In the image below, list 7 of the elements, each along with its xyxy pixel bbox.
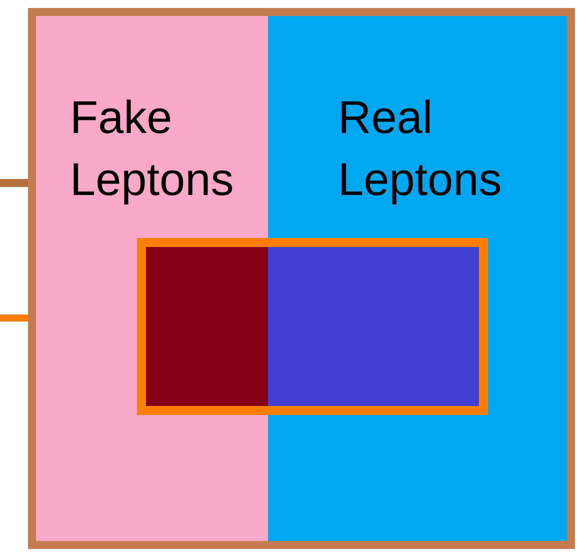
fake-selected-block bbox=[146, 247, 268, 406]
connector-line bbox=[0, 179, 28, 187]
outer-box bbox=[28, 8, 575, 549]
real-selected-block bbox=[268, 247, 479, 406]
region-label: Fake Leptons bbox=[70, 90, 235, 207]
region-label: Real Leptons bbox=[338, 90, 503, 207]
selection-box bbox=[137, 238, 488, 415]
